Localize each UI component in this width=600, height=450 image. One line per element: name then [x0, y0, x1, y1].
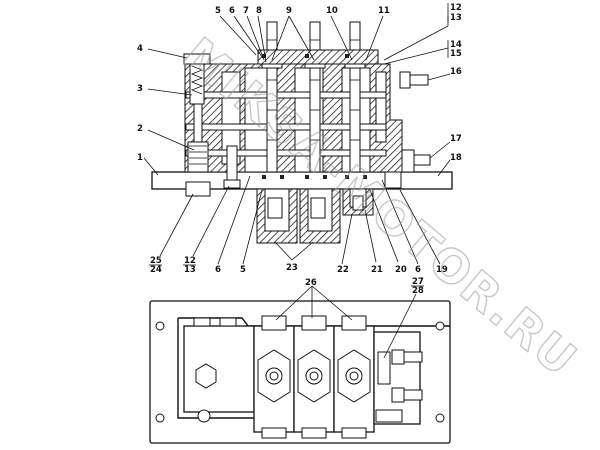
sectional-view [151, 21, 453, 244]
label-6-bottom-right: 6 [415, 265, 421, 275]
label-13: 13 [450, 13, 462, 23]
label-2: 2 [137, 124, 143, 134]
label-18: 18 [450, 153, 462, 163]
label-22: 22 [337, 265, 349, 275]
plan-sections [253, 315, 375, 439]
label-26: 26 [305, 278, 317, 288]
label-12: 12 [450, 3, 462, 13]
label-19: 19 [436, 265, 448, 275]
part-labels: 5 6 7 8 9 10 11 12 13 14 15 16 17 18 4 3… [137, 3, 462, 296]
label-8: 8 [256, 6, 262, 16]
passage-b [185, 123, 387, 131]
label-14: 14 [450, 40, 462, 50]
leader-lines-plan [275, 285, 417, 359]
label-13-bottom: 13 [184, 265, 196, 275]
plan-end-block [183, 325, 255, 413]
label-15: 15 [450, 49, 462, 59]
channel-right [375, 71, 387, 143]
leader-lines-top [143, 15, 451, 265]
label-6: 6 [229, 6, 235, 16]
fitting-17 [401, 149, 415, 173]
top-cover [257, 49, 379, 65]
label-17: 17 [450, 134, 462, 144]
label-9: 9 [286, 6, 292, 16]
plug-12-13 [226, 145, 238, 183]
label-10: 10 [326, 6, 338, 16]
o-rings [262, 54, 367, 179]
label-1: 1 [137, 153, 143, 163]
passage-c [185, 149, 387, 157]
label-3: 3 [137, 84, 143, 94]
plan-right-block [373, 331, 421, 425]
fitting-17-nut [413, 154, 431, 166]
label-11: 11 [378, 6, 390, 16]
label-27: 27 [412, 277, 424, 287]
label-23: 23 [286, 263, 298, 273]
label-20: 20 [395, 265, 407, 275]
label-12-bottom: 12 [184, 256, 196, 266]
plan-view [149, 300, 451, 444]
fitting-19 [384, 171, 402, 189]
plug-cap [223, 179, 241, 189]
label-7: 7 [243, 6, 249, 16]
lower-pilot-caps [256, 188, 374, 244]
label-25: 25 [150, 256, 162, 266]
label-5-bottom: 5 [240, 265, 246, 275]
label-21: 21 [371, 265, 383, 275]
label-6-bottom-left: 6 [215, 265, 221, 275]
passage-a [185, 91, 387, 99]
label-24: 24 [150, 265, 162, 275]
fitting-16-nut [409, 74, 429, 86]
fitting-16 [399, 71, 411, 89]
hex-plug [195, 363, 217, 389]
label-28: 28 [412, 286, 424, 296]
label-4: 4 [137, 44, 143, 54]
label-5: 5 [215, 6, 221, 16]
label-16: 16 [450, 67, 462, 77]
